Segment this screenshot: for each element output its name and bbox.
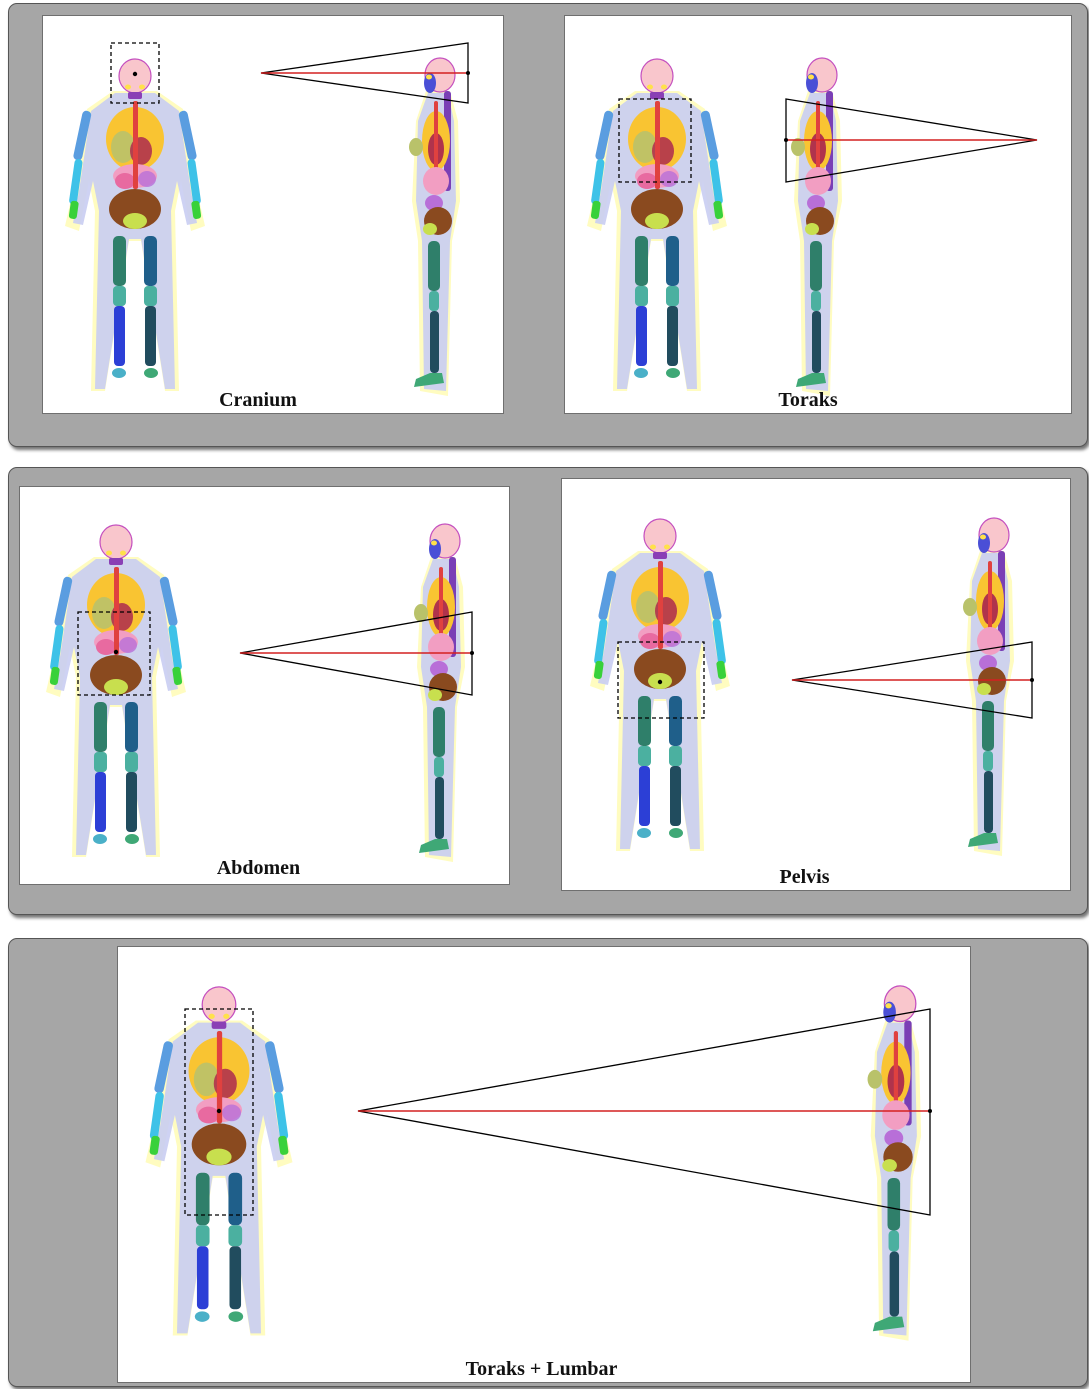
human-phantom-frontal-icon (146, 987, 293, 1336)
panel-pelvis: Pelvis (561, 478, 1071, 891)
panel-label-abdomen: Abdomen (19, 857, 509, 879)
panel-toraks-lumbar-illustration (118, 947, 970, 1382)
panel-toraks-lumbar: Toraks + Lumbar (117, 946, 971, 1383)
panel-cranium-illustration (43, 16, 503, 413)
panel-cranium: Cranium (42, 15, 504, 414)
human-phantom-lateral-icon (791, 58, 842, 396)
panel-pelvis-illustration (562, 479, 1070, 890)
panel-row-3: Toraks + Lumbar (8, 938, 1088, 1387)
panel-label-cranium: Cranium (42, 389, 503, 411)
panel-label-pelvis: Pelvis (561, 866, 1070, 888)
panel-label-toraks: Toraks (564, 389, 1071, 411)
panel-label-toraks-lumbar: Toraks + Lumbar (117, 1358, 970, 1380)
beam-fan (358, 1009, 932, 1215)
panel-abdomen-illustration (20, 487, 509, 884)
panel-toraks-illustration (565, 16, 1071, 413)
human-phantom-frontal-icon (65, 59, 205, 391)
panel-abdomen: Abdomen (19, 486, 510, 885)
human-phantom-lateral-icon (868, 986, 922, 1341)
panel-row-1: Cranium Toraks (8, 3, 1088, 447)
panel-row-2: Abdomen Pelvis (8, 467, 1088, 915)
human-phantom-frontal-icon (590, 519, 730, 851)
human-phantom-frontal-icon (46, 525, 186, 857)
panel-toraks: Toraks (564, 15, 1072, 414)
human-phantom-lateral-icon (963, 518, 1014, 856)
human-phantom-frontal-icon (587, 59, 727, 391)
human-phantom-lateral-icon (409, 58, 460, 396)
